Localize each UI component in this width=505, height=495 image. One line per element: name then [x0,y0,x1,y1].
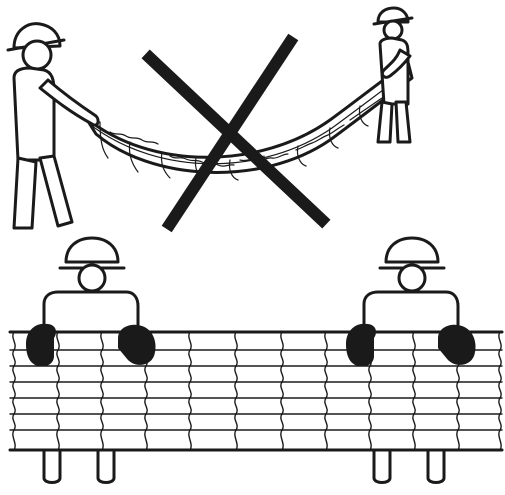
incorrect-panel [8,8,412,228]
worker-right-icon [374,8,412,142]
glove-icon [26,324,56,367]
worker-left-icon [8,24,98,228]
worker-bottom-right-icon [364,238,458,336]
correct-panel [10,238,502,483]
glove-icon [346,324,376,367]
roof-sheet-carried-level [10,332,502,450]
sagging-roof-sheet [86,62,412,180]
cross-out-icon [150,42,322,224]
worker-legs [44,450,444,483]
worker-bottom-left-icon [44,238,138,336]
